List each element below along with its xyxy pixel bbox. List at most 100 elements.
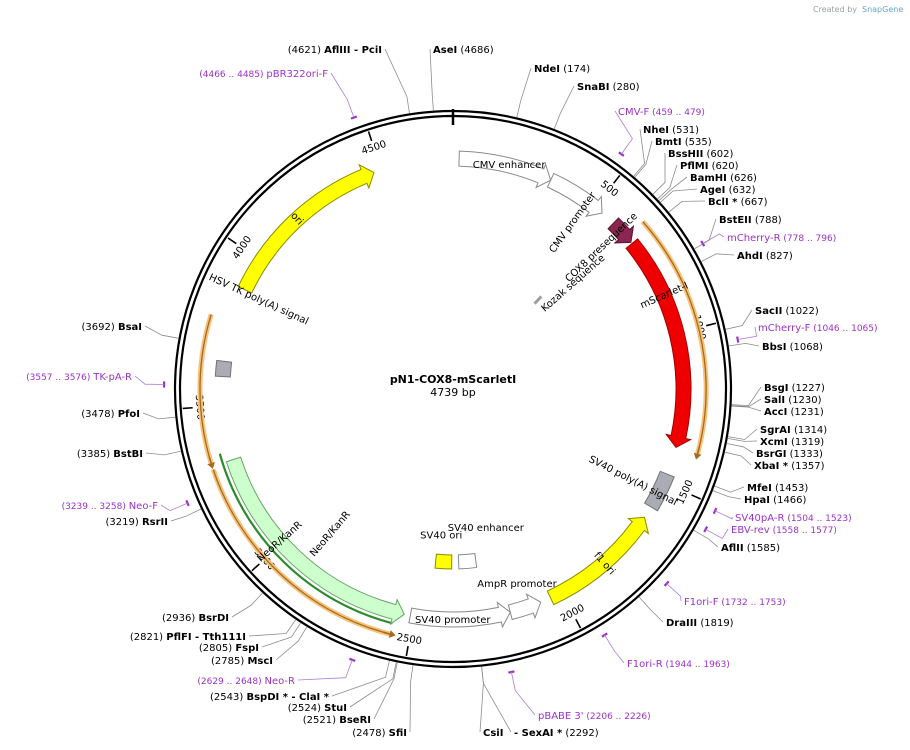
site-name: NheI [643, 125, 669, 136]
primer-range: (1558 .. 1577) [770, 526, 837, 536]
site-name: StuI [324, 703, 347, 714]
site-position: (626) [727, 173, 757, 184]
site-position: (1333) [786, 449, 823, 460]
primer-label-neo-f: (3239 .. 3258) Neo-F [62, 501, 159, 512]
primer-sites: CMV-F (459 .. 479)mCherry-R (778 .. 796)… [26, 69, 877, 722]
tick-mark [227, 237, 237, 245]
primer-connector-ebv-rev [705, 528, 729, 540]
tick-label: 2500 [396, 632, 423, 647]
site-name: BssHII [668, 149, 703, 160]
site-label-sexai: - SexAI * (2292) [514, 728, 599, 739]
site-position: (2524) [288, 703, 324, 714]
mscarlet-arrow [625, 238, 693, 449]
site-position: (2478) [352, 728, 388, 739]
plasmid-name: pN1-COX8-mScarletI [390, 373, 516, 386]
site-connector-bamhi [658, 176, 688, 201]
primer-label-ebv-rev: EBV-rev (1558 .. 1577) [731, 525, 837, 536]
site-position: (3478) [81, 409, 117, 420]
site-connector-nhei [633, 128, 646, 177]
site-name: SfiI [389, 728, 407, 739]
site-label-bsrdi: (2936) BsrDI [162, 613, 229, 624]
sv40-promoter-arrow [408, 601, 511, 629]
sv40-ori-label: SV40 ori [420, 531, 462, 542]
site-name: AseI [433, 45, 457, 56]
primer-name: SV40pA-R [735, 513, 784, 524]
site-position: (4686) [457, 45, 494, 56]
site-label-mfei: MfeI (1453) [747, 483, 808, 494]
site-name: MfeI [747, 483, 772, 494]
primer-connector-tk-pa-r [134, 375, 165, 385]
site-label-hpai: HpaI (1466) [744, 495, 807, 506]
primer-range: (1732 .. 1753) [718, 598, 785, 608]
snapgene-logo: SnapGene [862, 5, 903, 14]
primer-mark-neo-r [349, 657, 356, 662]
site-position: (2292) [562, 728, 599, 739]
primer-label-pbabe-3: pBABE 3' (2206 .. 2226) [538, 711, 651, 722]
sv40-ori-box [434, 553, 453, 570]
site-position: (3385) [77, 449, 113, 460]
restriction-sites: NdeI (174)SnaBI (280)NheI (531)BmtI (535… [77, 45, 827, 739]
site-name: RsrII [142, 517, 168, 528]
site-label-bsgi: BsgI (1227) [764, 383, 825, 394]
primer-name: F1ori-F [684, 597, 719, 608]
site-label-bsrgi: BsrGI (1333) [756, 449, 823, 460]
site-name: HpaI [744, 495, 770, 506]
site-name: BmtI [655, 137, 682, 148]
tick-mark [575, 618, 582, 629]
site-connector-bstbi [145, 450, 182, 456]
primer-name: mCherry-F [758, 323, 811, 334]
ampr-promoter-label: AmpR promoter [477, 579, 557, 590]
site-position: (1231) [787, 407, 824, 418]
site-name: BbsI [762, 342, 786, 353]
plasmid-length: 4739 bp [430, 386, 475, 399]
tick-label: 1500 [675, 478, 695, 506]
ampr-promoter-arrow [507, 593, 542, 621]
orf-arcs [197, 220, 709, 638]
primer-mark-pbr322ori-f [350, 115, 358, 120]
orf-neo2-head [208, 456, 212, 464]
site-position: (827) [763, 251, 793, 262]
site-label-pfoi: (3478) PfoI [81, 409, 140, 420]
tick-mark [706, 322, 717, 327]
site-position: (632) [725, 185, 755, 196]
site-label-afliii-pcii: (4621) AflIII - PciI [288, 45, 382, 56]
site-label-agei: AgeI (632) [700, 185, 756, 196]
site-connector-bspdi-clai [331, 660, 390, 697]
site-connector-aflii [693, 529, 719, 548]
site-name: BsaI [118, 322, 142, 333]
tick-mark [612, 174, 621, 184]
primer-range: (1944 .. 1963) [663, 660, 730, 670]
site-label-sgrai: SgrAI (1314) [760, 425, 827, 436]
site-name: FspI [235, 643, 259, 654]
site-label-bstbi: (3385) BstBI [77, 449, 143, 460]
site-position: (2521) [303, 715, 339, 726]
site-name: BsrGI [756, 449, 786, 460]
primer-label-mcherry-r: mCherry-R (778 .. 796) [727, 233, 836, 244]
orf-neo2 [199, 314, 212, 464]
site-label-snabi: SnaBI (280) [577, 82, 640, 93]
orf-neo2-tip [207, 461, 215, 469]
ori-arrow [237, 163, 375, 294]
primer-connector-neo-r [297, 659, 353, 681]
site-name: SalI [764, 395, 785, 406]
primer-connector-neo-f [160, 502, 188, 512]
site-label-fspi: (2805) FspI [199, 643, 259, 654]
site-position: (3692) [82, 322, 118, 333]
primer-label-f1ori-f: F1ori-F (1732 .. 1753) [684, 597, 786, 608]
primer-connector-f1ori-f [666, 583, 682, 602]
sv40-enhancer-box [457, 552, 478, 570]
primer-connector-pbr322ori-f [330, 72, 355, 118]
cmv-enhancer-arrow [458, 150, 552, 189]
site-connector-bsgi [731, 386, 762, 407]
site-label-rsrii: (3219) RsrII [106, 517, 168, 528]
site-label-bbsi: BbsI (1068) [762, 342, 823, 353]
site-label-bamhi: BamHI (626) [690, 173, 757, 184]
site-position: (1819) [697, 618, 734, 629]
orf-f1-head [383, 631, 390, 635]
site-connector-bbsi [728, 342, 760, 347]
tick-mark [367, 131, 373, 142]
site-name: BspDI * - ClaI * [246, 692, 329, 703]
site-label-acci: AccI (1231) [764, 407, 824, 418]
site-label-pflfi-tth111i: (2821) PflFI - Tth111I [130, 632, 246, 643]
